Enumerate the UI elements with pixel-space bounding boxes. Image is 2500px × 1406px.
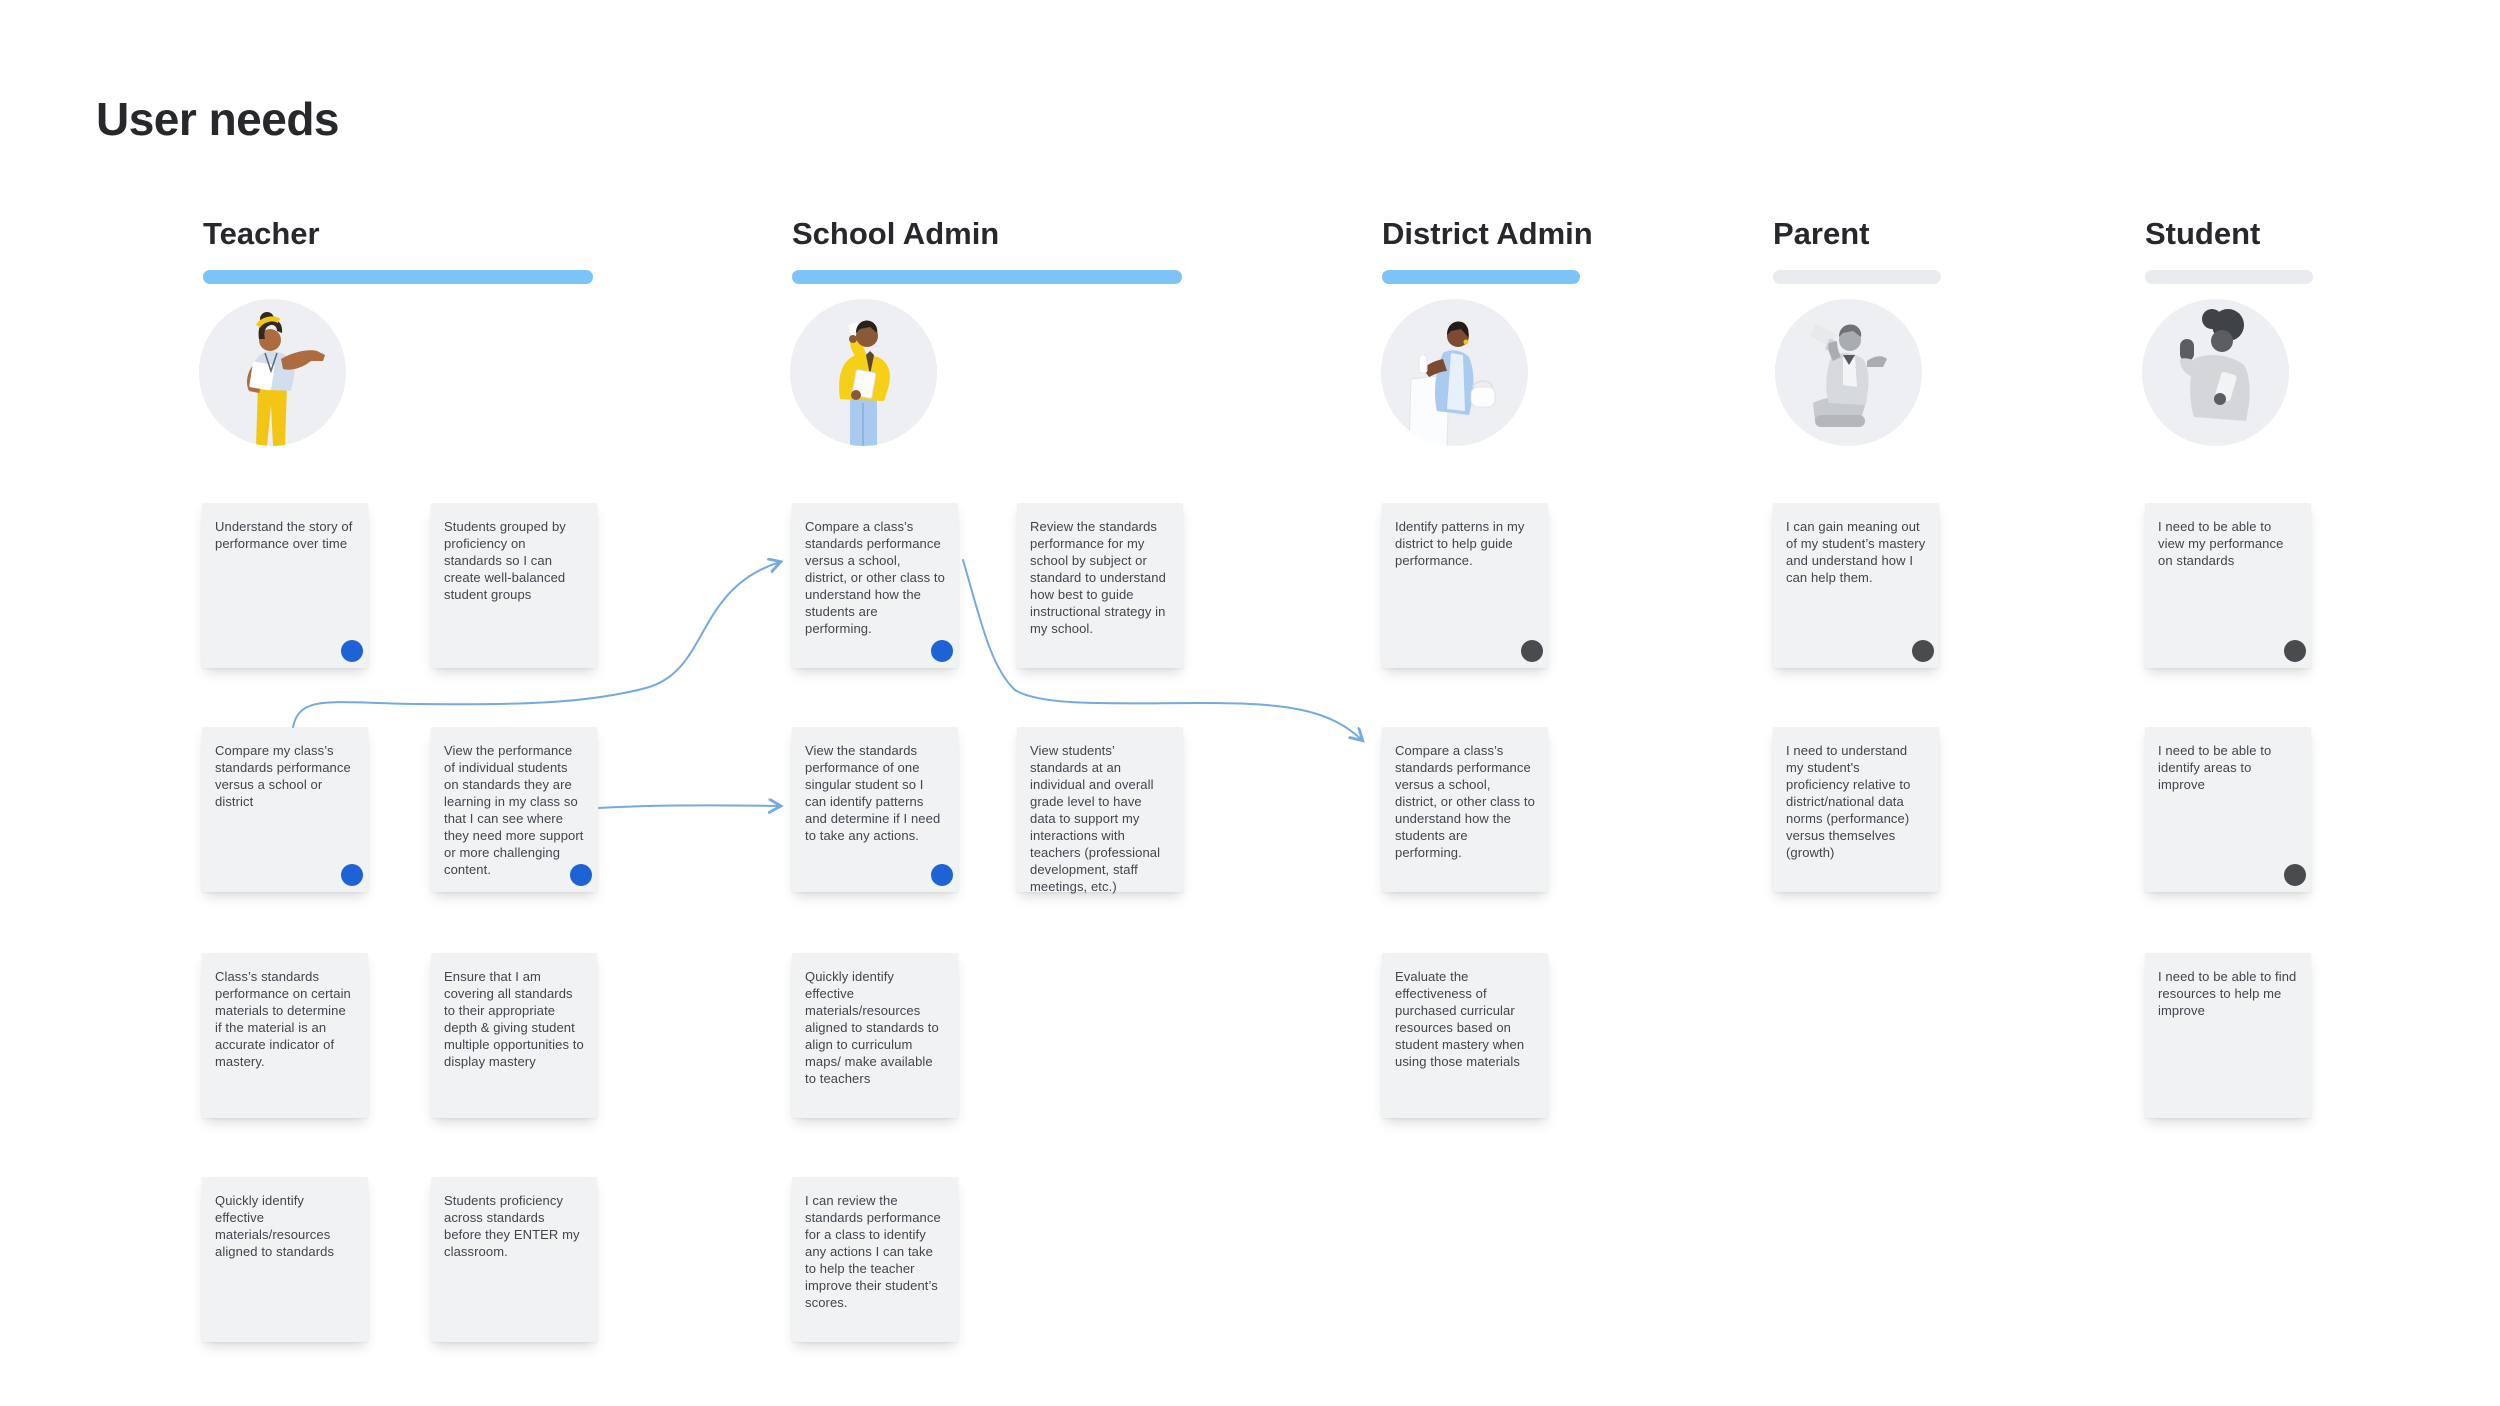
teacher-avatar-illustration (199, 299, 346, 446)
sticky-note-school-admin-2[interactable]: Review the standards performance for my … (1017, 503, 1183, 668)
sticky-note-text: Review the standards performance for my … (1030, 519, 1166, 636)
persona-header-district-admin: District Admin (1382, 216, 1593, 251)
sticky-note-text: Compare a class’s standards performance … (1395, 743, 1535, 860)
sticky-note-teacher-3[interactable]: Compare my class’s standards performance… (202, 727, 368, 892)
parent-avatar-illustration (1775, 299, 1922, 446)
persona-header-parent: Parent (1773, 216, 1870, 251)
priority-dot-blue (341, 864, 363, 886)
page-title: User needs (96, 93, 340, 145)
sticky-note-school-admin-4[interactable]: View students’ standards at an individua… (1017, 727, 1183, 894)
persona-header-student: Student (2145, 216, 2261, 251)
sticky-note-student-1[interactable]: I need to be able to view my performance… (2145, 503, 2311, 668)
sticky-note-text: View students’ standards at an individua… (1030, 743, 1161, 894)
sticky-note-text: Compare a class’s standards performance … (805, 519, 945, 636)
persona-header-teacher: Teacher (203, 216, 320, 251)
sticky-note-parent-1[interactable]: I can gain meaning out of my student’s m… (1773, 503, 1939, 668)
sticky-note-text: Identify patterns in my district to help… (1395, 519, 1525, 568)
sticky-note-student-3[interactable]: I need to be able to find resources to h… (2145, 953, 2311, 1118)
sticky-note-teacher-2[interactable]: Students grouped by proficiency on stand… (431, 503, 597, 668)
sticky-note-text: View the performance of individual stude… (444, 743, 584, 877)
sticky-note-teacher-8[interactable]: Students proficiency across standards be… (431, 1177, 597, 1342)
sticky-note-school-admin-5[interactable]: Quickly identify effective materials/res… (792, 953, 958, 1118)
persona-accent-bar-school-admin (792, 270, 1182, 284)
sticky-note-school-admin-6[interactable]: I can review the standards performance f… (792, 1177, 958, 1342)
priority-dot-blue (931, 864, 953, 886)
persona-accent-bar-parent (1773, 270, 1941, 284)
sticky-note-text: Students grouped by proficiency on stand… (444, 519, 566, 602)
sticky-note-text: Evaluate the effectiveness of purchased … (1395, 969, 1525, 1069)
sticky-note-parent-2[interactable]: I need to understand my student's profic… (1773, 727, 1939, 892)
sticky-note-teacher-1[interactable]: Understand the story of performance over… (202, 503, 368, 668)
sticky-note-district-admin-3[interactable]: Evaluate the effectiveness of purchased … (1382, 953, 1548, 1118)
sticky-note-district-admin-1[interactable]: Identify patterns in my district to help… (1382, 503, 1548, 668)
priority-dot-dark (2284, 640, 2306, 662)
persona-accent-bar-teacher (203, 270, 593, 284)
sticky-note-text: Quickly identify effective materials/res… (215, 1193, 335, 1259)
sticky-note-text: I can review the standards performance f… (805, 1193, 941, 1310)
priority-dot-dark (2284, 864, 2306, 886)
priority-dot-blue (570, 864, 592, 886)
persona-header-school-admin: School Admin (792, 216, 1000, 251)
sticky-note-teacher-4[interactable]: View the performance of individual stude… (431, 727, 597, 892)
sticky-note-text: Students proficiency across standards be… (444, 1193, 580, 1259)
sticky-note-district-admin-2[interactable]: Compare a class’s standards performance … (1382, 727, 1548, 892)
sticky-note-text: View the standards performance of one si… (805, 743, 941, 843)
school-admin-avatar (790, 299, 937, 446)
teacher-avatar (199, 299, 346, 446)
school-admin-avatar-illustration (790, 299, 937, 446)
sticky-note-teacher-5[interactable]: Class’s standards performance on certain… (202, 953, 368, 1118)
priority-dot-dark (1912, 640, 1934, 662)
sticky-note-text: I need to be able to view my performance… (2158, 519, 2284, 568)
priority-dot-blue (931, 640, 953, 662)
sticky-note-student-2[interactable]: I need to be able to identify areas to i… (2145, 727, 2311, 892)
sticky-note-school-admin-3[interactable]: View the standards performance of one si… (792, 727, 958, 892)
student-avatar (2142, 299, 2289, 446)
district-admin-avatar (1381, 299, 1528, 446)
persona-accent-bar-student (2145, 270, 2313, 284)
sticky-note-text: I can gain meaning out of my student’s m… (1786, 519, 1926, 585)
sticky-note-text: Class’s standards performance on certain… (215, 969, 351, 1069)
district-admin-avatar-illustration (1381, 299, 1528, 446)
student-avatar-illustration (2142, 299, 2289, 446)
sticky-note-text: I need to be able to find resources to h… (2158, 969, 2297, 1018)
sticky-note-text: Compare my class’s standards performance… (215, 743, 351, 809)
persona-accent-bar-district-admin (1382, 270, 1580, 284)
sticky-note-text: Understand the story of performance over… (215, 519, 353, 551)
sticky-note-text: Ensure that I am covering all standards … (444, 969, 584, 1069)
sticky-note-text: I need to be able to identify areas to i… (2158, 743, 2272, 792)
sticky-note-text: I need to understand my student's profic… (1786, 743, 1911, 860)
sticky-note-teacher-7[interactable]: Quickly identify effective materials/res… (202, 1177, 368, 1342)
sticky-note-school-admin-1[interactable]: Compare a class’s standards performance … (792, 503, 958, 668)
priority-dot-dark (1521, 640, 1543, 662)
sticky-note-teacher-6[interactable]: Ensure that I am covering all standards … (431, 953, 597, 1118)
priority-dot-blue (341, 640, 363, 662)
connector-teacher-to-school-admin-2 (598, 805, 780, 808)
parent-avatar (1775, 299, 1922, 446)
sticky-note-text: Quickly identify effective materials/res… (805, 969, 939, 1086)
